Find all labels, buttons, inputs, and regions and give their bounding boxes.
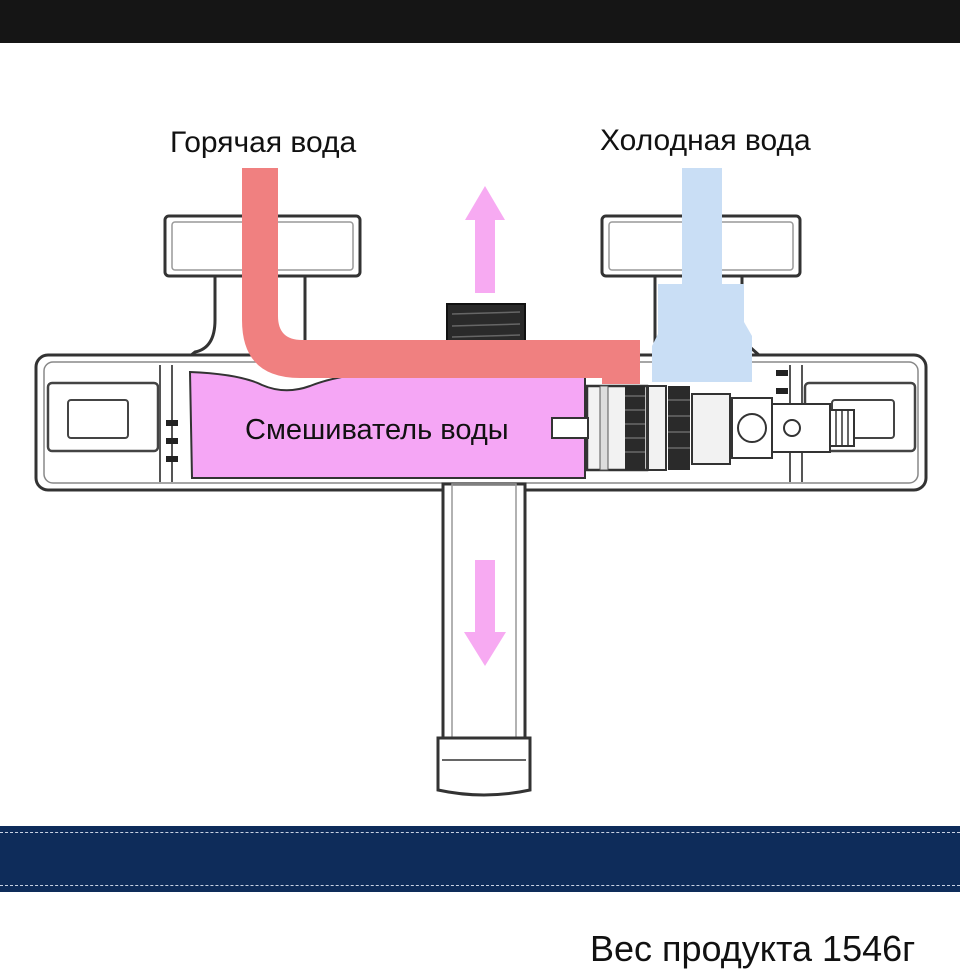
top-outlet-connector [446, 303, 526, 347]
flow-down-arrow-icon [464, 560, 506, 666]
cold-water-pipe [652, 168, 752, 382]
stitch-line-bottom [0, 885, 960, 886]
navy-divider-band [0, 826, 960, 892]
hot-water-pipe [242, 168, 640, 384]
stitch-line-top [0, 832, 960, 833]
thermostatic-mixer-diagram [34, 168, 928, 797]
product-weight-label: Вес продукта 1546г [590, 928, 916, 969]
thermostatic-cartridge [551, 384, 855, 472]
hot-water-label: Горячая вода [170, 126, 357, 159]
flow-up-arrow-icon [465, 186, 505, 293]
top-dark-bar [0, 0, 960, 43]
water-mixer-label: Смешиватель воды [245, 414, 509, 446]
cold-water-label: Холодная вода [600, 124, 811, 157]
